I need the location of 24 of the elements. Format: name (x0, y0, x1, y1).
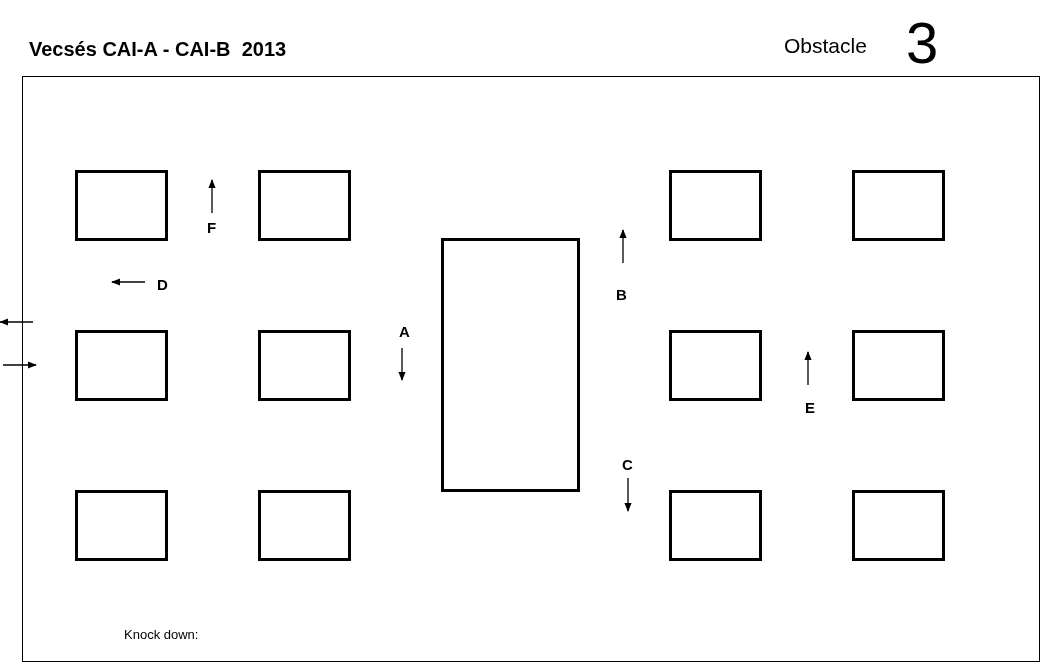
direction-letter: D (157, 275, 168, 295)
obstacle-number: 3 (906, 14, 939, 72)
note-text: Knock down: (124, 626, 199, 644)
direction-letter: F (207, 218, 217, 238)
obstacle-box (852, 490, 945, 561)
direction-letter: C (622, 455, 633, 475)
direction-letter: A (399, 322, 410, 342)
obstacle-box (75, 330, 168, 401)
direction-letter: B (616, 285, 627, 305)
obstacle-label: Obstacle (784, 33, 867, 59)
obstacle-box (258, 170, 351, 241)
obstacle-box (75, 490, 168, 561)
course-frame (22, 76, 1040, 662)
obstacle-box (441, 238, 580, 492)
obstacle-box (258, 490, 351, 561)
obstacle-box (852, 170, 945, 241)
obstacle-box (75, 170, 168, 241)
title: Vecsés CAI-A - CAI-B 2013 (29, 37, 287, 62)
obstacle-box (258, 330, 351, 401)
obstacle-box (852, 330, 945, 401)
obstacle-box (669, 330, 762, 401)
obstacle-box (669, 170, 762, 241)
direction-letter: E (805, 398, 815, 418)
obstacle-box (669, 490, 762, 561)
